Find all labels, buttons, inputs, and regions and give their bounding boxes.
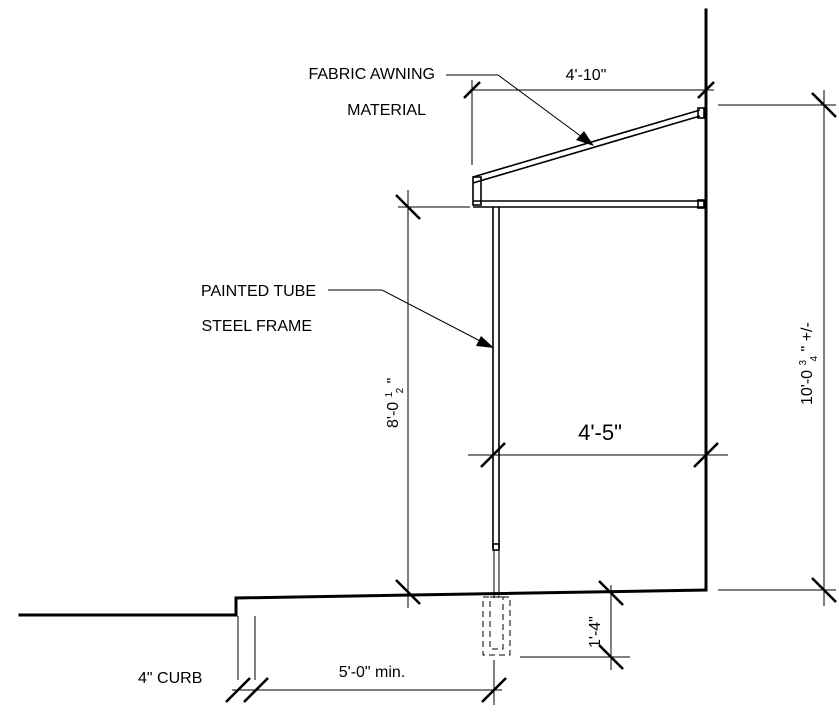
post-footing-hidden	[482, 596, 511, 656]
clear-height-dim: 8'-0 1 2 "	[379, 378, 407, 428]
dim-frame-projection	[468, 442, 728, 468]
tube-steel-post	[492, 207, 500, 598]
overall-height-main: 10'-0	[799, 370, 816, 405]
overall-height-suffix: " +/-	[799, 322, 816, 351]
frame-note-line2: STEEL FRAME	[201, 318, 312, 335]
sidewalk-width-label: 5'-0" min.	[339, 664, 406, 681]
fabric-awning	[472, 107, 705, 206]
overall-height-num: 3	[798, 359, 809, 365]
dim-awning-projection	[463, 80, 715, 165]
dim-footing-depth	[520, 580, 630, 670]
clear-height-main: 8'-0	[385, 402, 402, 428]
awning-note-line1: FABRIC AWNING	[308, 66, 435, 83]
dim-sidewalk-width	[225, 660, 507, 705]
frame-projection-dim: 4'-5"	[578, 420, 622, 445]
awning-note-leader	[446, 74, 594, 146]
overall-height-dim: 10'-0 3 4 " +/-	[793, 322, 821, 405]
sidewalk-and-curb	[18, 588, 708, 617]
frame-note-line1: PAINTED TUBE	[201, 283, 316, 300]
dim-clear-height	[395, 190, 470, 608]
footing-depth-dim: 1'-4"	[587, 616, 604, 648]
dim-overall-height	[718, 90, 837, 606]
frame-top-rail	[473, 199, 705, 209]
awning-projection-dim: 4'-10"	[566, 67, 607, 84]
clear-height-den: 2	[395, 387, 406, 393]
frame-note-leader	[328, 289, 494, 348]
curb-label: 4" CURB	[138, 670, 202, 687]
clear-height-suffix: "	[385, 378, 402, 384]
awning-note-line2: MATERIAL	[347, 102, 426, 119]
clear-height-num: 1	[384, 391, 395, 397]
overall-height-den: 4	[809, 355, 820, 361]
